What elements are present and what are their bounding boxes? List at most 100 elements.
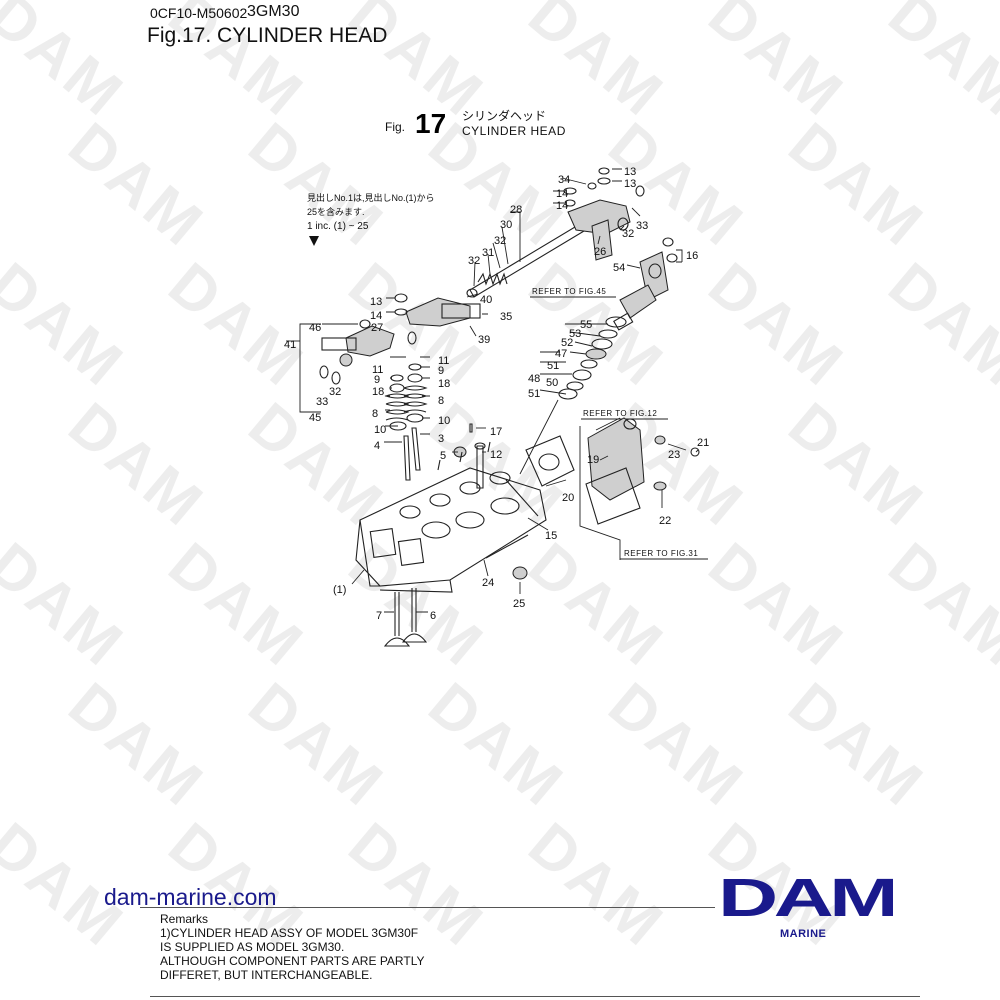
valve-spring-right bbox=[403, 363, 428, 471]
remarks-line-3: ALTHOUGH COMPONENT PARTS ARE PARTLY bbox=[160, 954, 425, 968]
seal-ring-stack bbox=[558, 316, 627, 400]
callout-number: 31 bbox=[482, 247, 495, 259]
english-title: CYLINDER HEAD bbox=[462, 124, 566, 138]
logo-subtitle: MARINE bbox=[780, 928, 827, 940]
callout-number: 55 bbox=[580, 319, 593, 331]
model-name: 3GM30 bbox=[247, 3, 300, 20]
callout-number: 13 bbox=[624, 166, 637, 178]
page-title: Fig.17. CYLINDER HEAD bbox=[147, 24, 388, 47]
callout-number: 11 bbox=[372, 364, 384, 376]
callout-number: 19 bbox=[587, 454, 600, 466]
rocker-spring bbox=[477, 272, 508, 286]
callout-number: 28 bbox=[510, 204, 523, 216]
callout-number: 13 bbox=[624, 178, 637, 190]
callout-number: 32 bbox=[494, 235, 507, 247]
callout-number: 18 bbox=[438, 378, 451, 390]
callout-number: 10 bbox=[438, 415, 451, 427]
callout-number: 7 bbox=[376, 610, 383, 622]
rocker-arm-top bbox=[563, 167, 645, 235]
remarks-line-4: DIFFERET, BUT INTERCHANGEABLE. bbox=[160, 968, 373, 982]
callout-number: 17 bbox=[490, 426, 503, 438]
note-line-3: 1 inc. (1) ~ 25 bbox=[307, 221, 369, 232]
callout-number: 14 bbox=[370, 310, 383, 322]
callout-number: 9 bbox=[438, 365, 445, 377]
callout-number: 22 bbox=[659, 515, 672, 527]
callout-number: 14 bbox=[556, 188, 569, 200]
outlet-elbow bbox=[585, 417, 700, 525]
callout-number: 3 bbox=[438, 433, 445, 445]
callout-number: 18 bbox=[372, 386, 385, 398]
rocker-arm-left bbox=[394, 293, 481, 345]
water-fitting bbox=[613, 284, 657, 331]
logo-text: DAM bbox=[718, 876, 894, 918]
callout-number: 11 bbox=[438, 355, 450, 367]
cylinder-head-block bbox=[355, 441, 547, 593]
callout-number: 10 bbox=[374, 424, 387, 436]
callout-number: 30 bbox=[500, 219, 513, 231]
callout-number: 9 bbox=[374, 374, 381, 386]
fig-number: 17 bbox=[415, 108, 446, 139]
callout-number: 5 bbox=[440, 450, 447, 462]
callout-number: 32 bbox=[329, 386, 342, 398]
callout-number: 16 bbox=[686, 250, 699, 262]
callout-number: 40 bbox=[480, 294, 493, 306]
bolt-set bbox=[453, 423, 539, 580]
callout-number: 50 bbox=[546, 377, 559, 389]
callout-number: 47 bbox=[555, 348, 568, 360]
note-line-2: 25を含みます. bbox=[307, 206, 365, 217]
remarks-line-1: 1)CYLINDER HEAD ASSY OF MODEL 3GM30F bbox=[160, 926, 419, 940]
callout-number: 34 bbox=[558, 174, 571, 186]
callout-number: 24 bbox=[482, 577, 495, 589]
valve-pair bbox=[383, 588, 428, 647]
dam-logo: DAM bbox=[718, 876, 895, 918]
ref-fig12: REFER TO FIG.12 bbox=[583, 409, 657, 418]
callout-number: 39 bbox=[478, 334, 491, 346]
remarks-line-2: IS SUPPLIED AS MODEL 3GM30. bbox=[160, 940, 345, 954]
callout-number: 53 bbox=[569, 328, 582, 340]
callout-number: 33 bbox=[636, 220, 649, 232]
callout-number: 13 bbox=[370, 296, 383, 308]
callout-number: 51 bbox=[547, 360, 560, 372]
callout-number: 45 bbox=[309, 412, 322, 424]
callout-number: 51 bbox=[528, 388, 541, 400]
japanese-title: シリンダヘッド bbox=[462, 108, 546, 123]
callout-number: 14 bbox=[556, 200, 569, 212]
callout-number: 6 bbox=[430, 610, 437, 622]
callout-number: 32 bbox=[468, 255, 481, 267]
site-link[interactable]: dam-marine.com bbox=[104, 884, 277, 910]
callout-number: 46 bbox=[309, 322, 322, 334]
valve-spring-left bbox=[384, 374, 411, 481]
callout-number: 8 bbox=[438, 395, 445, 407]
callout-number: 27 bbox=[371, 322, 384, 334]
note-arrow-icon bbox=[309, 236, 319, 246]
ref-fig45: REFER TO FIG.45 bbox=[532, 287, 606, 296]
callout-number: 23 bbox=[668, 449, 681, 461]
callout-number: 48 bbox=[528, 373, 541, 385]
leader-lines bbox=[286, 168, 699, 613]
callout-number: 4 bbox=[374, 440, 381, 452]
callout-number: 8 bbox=[372, 408, 379, 420]
ref-fig31: REFER TO FIG.31 bbox=[624, 549, 698, 558]
fig-prefix: Fig. bbox=[385, 120, 405, 134]
remarks-title: Remarks bbox=[160, 912, 209, 926]
callout-number: 15 bbox=[545, 530, 558, 542]
callout-number: 12 bbox=[490, 449, 503, 461]
footer-divider bbox=[140, 907, 715, 908]
callout-number: 26 bbox=[594, 246, 607, 258]
callout-number: 52 bbox=[561, 337, 574, 349]
callout-number: 25 bbox=[513, 598, 526, 610]
callout-number: 33 bbox=[316, 396, 329, 408]
bottom-divider bbox=[150, 996, 920, 997]
callout-number: (1) bbox=[333, 584, 347, 596]
callout-number: 35 bbox=[500, 311, 513, 323]
manifold-gasket bbox=[525, 435, 575, 487]
callout-number: 21 bbox=[697, 437, 710, 449]
callout-number: 32 bbox=[622, 228, 635, 240]
callout-number: 41 bbox=[284, 339, 297, 351]
note-line-1: 見出しNo.1は,見出しNo.(1)から bbox=[307, 192, 435, 203]
document-code: 0CF10-M50602 bbox=[150, 5, 248, 21]
rocker-support bbox=[591, 219, 613, 261]
callout-number: 20 bbox=[562, 492, 575, 504]
callout-number: 54 bbox=[613, 262, 626, 274]
